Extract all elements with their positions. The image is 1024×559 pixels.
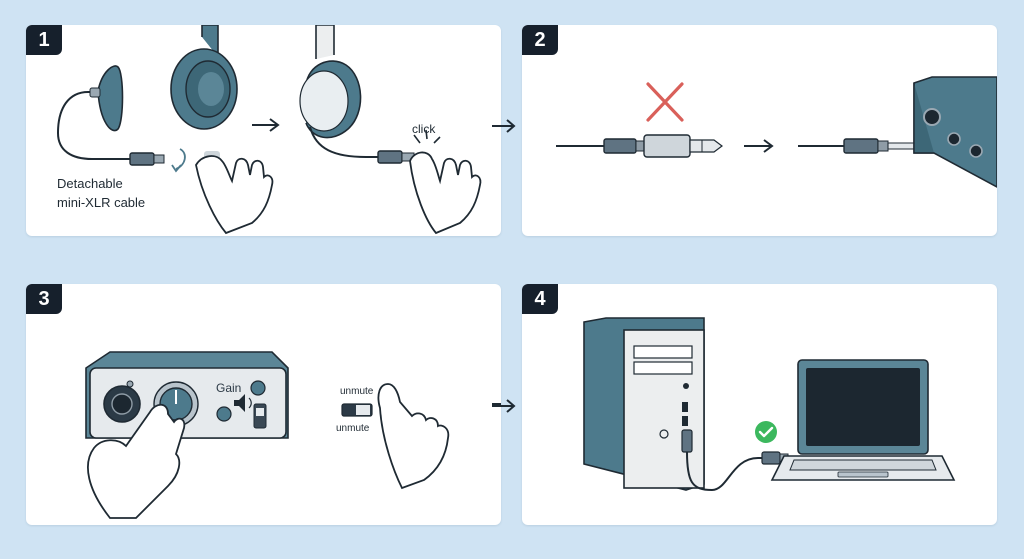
hand-pointer-icon — [87, 403, 186, 519]
audio-interface-icon — [913, 76, 997, 188]
unmute-label: unmute — [336, 423, 370, 434]
step-3-illustration — [85, 351, 501, 519]
hand-pointer-icon — [409, 151, 482, 235]
headphone-with-cable-icon — [299, 25, 415, 164]
hand-pointer-icon — [195, 151, 274, 235]
arrow-right-icon — [492, 119, 516, 133]
step-2-panel: 2 — [522, 25, 997, 236]
arrow-right-icon — [252, 118, 280, 132]
arrow-right-icon — [492, 399, 516, 413]
headphone-headband-icon — [170, 25, 238, 130]
click-burst-icon — [413, 129, 441, 144]
step-number-badge: 3 — [26, 284, 62, 314]
usb-cable-icon — [681, 429, 789, 492]
mute-toggle-icon — [341, 403, 373, 417]
step-3-panel: 3 — [26, 284, 501, 525]
step-1-illustration — [56, 25, 482, 235]
mini-xlr-cable-icon — [56, 90, 130, 160]
volume-knob-icon — [216, 406, 232, 422]
gain-label: Gain — [216, 381, 242, 395]
headphone-earcup-icon — [89, 65, 124, 132]
checkmark-icon — [755, 421, 777, 443]
step-1-panel: 1 — [26, 25, 501, 236]
cross-icon — [646, 82, 684, 122]
eighth-inch-plug-icon — [798, 138, 926, 154]
mute-switch-icon — [253, 403, 267, 429]
hand-pointer-icon — [377, 383, 450, 490]
step-number-badge: 2 — [522, 25, 558, 55]
click-label: click — [412, 122, 436, 136]
desktop-tower-icon — [583, 317, 705, 491]
step-4-illustration — [583, 317, 956, 492]
step-4-panel: 4 — [522, 284, 997, 525]
speaker-icon — [234, 394, 252, 412]
step-2-illustration — [556, 76, 997, 188]
cable-label: Detachable — [57, 176, 123, 191]
cable-label: mini-XLR cable — [57, 195, 146, 210]
step-number-badge: 1 — [26, 25, 62, 55]
small-knob-icon — [250, 380, 266, 396]
quarter-inch-adapter-icon — [556, 134, 723, 158]
laptop-icon — [770, 359, 956, 481]
cable-plug-icon — [129, 152, 165, 166]
unmute-label: unmute — [340, 386, 374, 397]
arrow-right-icon — [744, 139, 774, 153]
step-number-badge: 4 — [522, 284, 558, 314]
